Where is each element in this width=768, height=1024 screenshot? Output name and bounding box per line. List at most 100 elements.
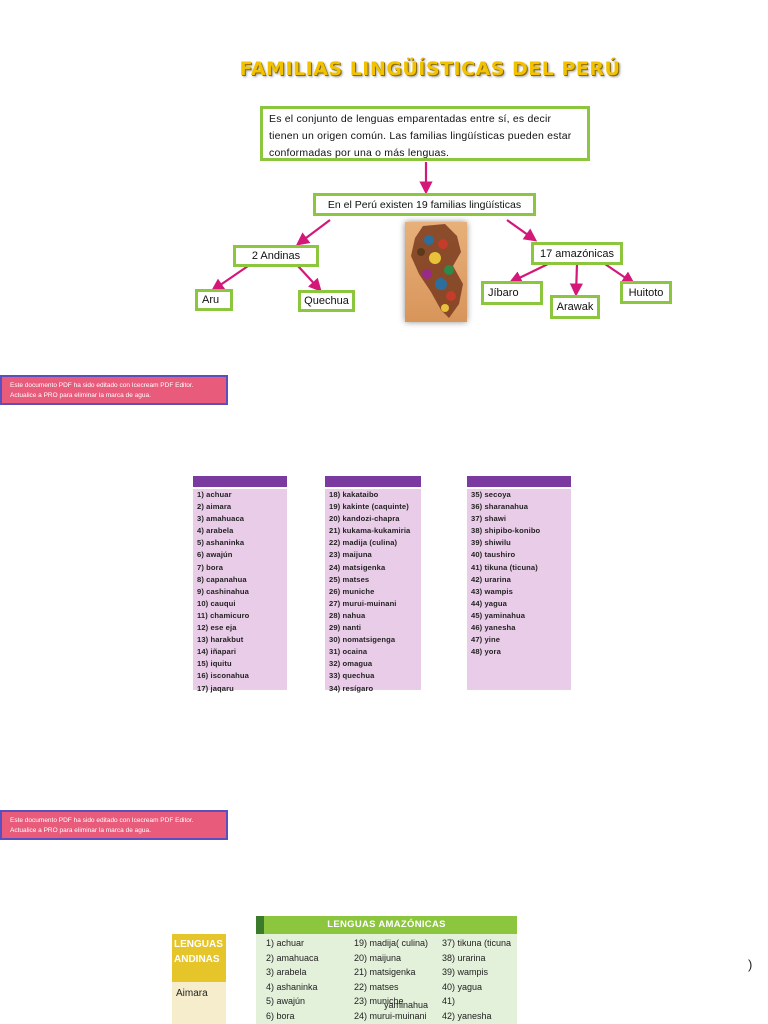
arrow-amaz-to-jibaro <box>508 263 549 284</box>
language-item: 8) capanahua <box>197 574 247 584</box>
language-item: 6) awajún <box>197 550 233 560</box>
jibaro-box: Jíbaro <box>481 281 543 305</box>
lenguas-andinas-header: LENGUAS ANDINAS <box>172 934 226 982</box>
quechua-box: Quechua <box>298 290 355 312</box>
watermark-line-1: Este documento PDF ha sido editado con I… <box>10 382 194 389</box>
language-item: 44) yagua <box>471 598 507 608</box>
language-item: 20) kandozi-chapra <box>329 514 400 524</box>
language-item: 29) nanti <box>329 623 362 633</box>
table-cell: 38) urarina <box>442 952 486 963</box>
language-item: 13) harakbut <box>197 635 244 645</box>
table-cell: 6) bora <box>266 1010 295 1021</box>
table-cell: 41) <box>442 996 456 1007</box>
column-header <box>467 476 571 487</box>
arrow-andinas-to-quechua <box>297 265 322 292</box>
aru-box: Aru <box>195 289 233 311</box>
table-cell: 21) matsigenka <box>354 967 416 978</box>
language-item: 42) urarina <box>471 574 511 584</box>
language-item: 30) nomatsigenga <box>329 635 396 645</box>
language-item: 26) muniche <box>329 586 375 596</box>
language-item: 19) kakinte (caquinte) <box>329 502 409 512</box>
language-item: 39) shiwilu <box>471 538 511 548</box>
language-item: 45) yaminahua <box>471 610 526 620</box>
languages-column-2: 18) kakataibo 19) kakinte (caquinte) 20) k… <box>325 476 421 693</box>
peru-count-box: En el Perú existen 19 familias lingüísti… <box>313 193 536 216</box>
language-item: 31) ocaina <box>329 647 368 657</box>
table-cell: 37) tikuna (ticuna <box>442 938 512 948</box>
watermark-banner: Este documento PDF ha sido editado con I… <box>0 375 228 405</box>
languages-column-3: 35) secoya 36) sharanahua 37) shawi 38) shi… <box>467 476 571 690</box>
table-cell: 22) matses <box>354 981 399 992</box>
arrow-amaz-to-arawak <box>569 263 583 297</box>
lenguas-amazonicas-header: LENGUAS AMAZÓNICAS <box>256 916 517 934</box>
table-cell: 23) muniche <box>354 996 404 1007</box>
stray-text: yaminahua <box>384 1000 429 1010</box>
intro-box: Es el conjunto de lenguas emparentadas e… <box>260 106 590 161</box>
table-cell: 5) awajún <box>266 996 306 1007</box>
page-title: FAMILIAS LINGÜÍSTICAS DEL PERÚ <box>239 58 621 80</box>
arawak-box: Arawak <box>550 295 600 319</box>
language-item: 46) yanesha <box>471 623 516 633</box>
arrow-count-to-amazonicas <box>506 219 538 242</box>
table-cell: 1) achuar <box>266 938 305 948</box>
language-item: 35) secoya <box>471 490 511 499</box>
language-item: 3) amahuaca <box>197 514 245 524</box>
language-item: 14) iñapari <box>197 647 237 657</box>
language-item: 2) aimara <box>197 502 232 512</box>
language-item: 27) murui-muinani <box>329 598 397 608</box>
language-item: 7) bora <box>197 562 224 572</box>
table-cell: 2) amahuaca <box>266 952 319 963</box>
language-item: 34) resígaro <box>329 683 374 693</box>
language-item: 38) shipibo-konibo <box>471 526 541 536</box>
watermark-banner: Este documento PDF ha sido editado con I… <box>0 810 228 840</box>
peru-map-image <box>405 222 467 322</box>
table-cell: 19) madija( culina) <box>354 938 429 948</box>
language-item: 11) chamicuro <box>197 610 250 620</box>
language-item: 5) ashaninka <box>197 538 245 548</box>
watermark-line-2: Actualice a PRO para eliminar la marca d… <box>10 827 151 834</box>
language-item: 4) arabela <box>197 526 234 536</box>
language-item: 25) matses <box>329 574 370 584</box>
language-item: 16) isconahua <box>197 671 249 681</box>
table-cell: 3) arabela <box>266 967 307 978</box>
huitoto-box: Huitoto <box>620 281 672 304</box>
language-item: 40) taushiro <box>471 550 516 560</box>
amazonicas-box: 17 amazónicas <box>531 242 623 265</box>
lenguas-amazonicas-body: 1) achuar 2) amahuaca 3) arabela 4) ashanin… <box>256 934 517 1024</box>
andinas-box: 2 Andinas <box>233 245 319 267</box>
language-item: 18) kakataibo <box>329 490 379 499</box>
arrow-count-to-andinas <box>295 219 331 246</box>
lenguas-andinas-cell: Aimara <box>172 982 226 1024</box>
language-item: 36) sharanahua <box>471 502 529 512</box>
column-header <box>193 476 287 487</box>
language-item: 48) yora <box>471 647 501 657</box>
language-item: 15) iquitu <box>197 659 232 669</box>
language-item: 32) omagua <box>329 659 373 669</box>
table-cell: 40) yagua <box>442 981 483 992</box>
language-item: 21) kukama-kukamiria <box>329 526 411 536</box>
watermark-line-1: Este documento PDF ha sido editado con I… <box>10 817 194 824</box>
language-item: 28) nahua <box>329 610 366 620</box>
language-item: 23) maijuna <box>329 550 372 560</box>
language-item: 24) matsigenka <box>329 562 386 572</box>
language-item: 10) cauqui <box>197 598 236 608</box>
table-cell: 4) ashaninka <box>266 981 318 992</box>
language-item: 41) tikuna (ticuna) <box>471 562 538 572</box>
arrow-andinas-to-aru <box>210 265 249 292</box>
arrow-amaz-to-huitoto <box>604 263 636 285</box>
table-cell: 24) murui-muinani <box>354 1010 427 1021</box>
language-item: 22) madija (culina) <box>329 538 398 548</box>
language-item: 37) shawi <box>471 514 507 524</box>
language-item: 12) ese eja <box>197 623 237 633</box>
language-item: 43) wampis <box>471 586 513 596</box>
language-item: 33) quechua <box>329 671 375 681</box>
watermark-line-2: Actualice a PRO para eliminar la marca d… <box>10 392 151 399</box>
language-item: 47) yine <box>471 635 501 645</box>
language-item: 17) jaqaru <box>197 683 234 693</box>
language-item: 9) cashinahua <box>197 586 249 596</box>
table-cell: 20) maijuna <box>354 952 402 963</box>
stray-paren: ) <box>748 957 753 972</box>
table-cell: 42) yanesha <box>442 1010 492 1021</box>
lenguas-amazonicas-label: LENGUAS AMAZÓNICAS <box>327 919 446 930</box>
